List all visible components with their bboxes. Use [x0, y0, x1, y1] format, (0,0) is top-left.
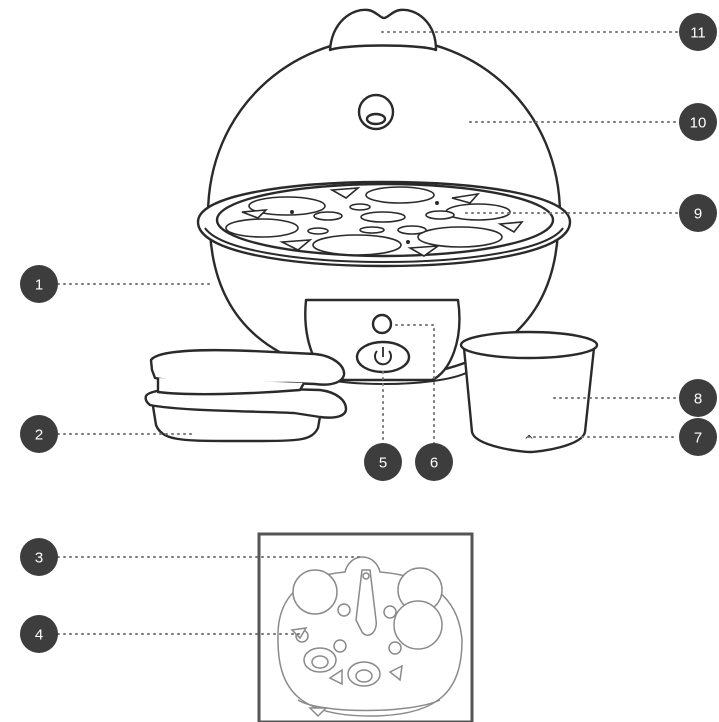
svg-text:3: 3 — [35, 550, 43, 567]
callout-11: 11 — [679, 13, 717, 51]
measuring-cup-rim — [461, 332, 597, 358]
callout-10: 10 — [679, 103, 717, 141]
measuring-cup-marker: ^ — [524, 433, 534, 447]
svg-text:6: 6 — [430, 455, 438, 472]
callout-7: 7 — [679, 418, 717, 456]
svg-text:11: 11 — [690, 25, 706, 42]
svg-text:9: 9 — [694, 206, 702, 223]
inset-egg-large — [394, 601, 442, 649]
callout-2: 2 — [20, 415, 58, 453]
inset-detail — [259, 534, 472, 722]
svg-text:4: 4 — [35, 627, 43, 644]
svg-text:8: 8 — [694, 391, 702, 408]
inset-egg-left — [293, 570, 337, 614]
callout-8: 8 — [679, 379, 717, 417]
callout-6: 6 — [415, 443, 453, 481]
inset-tray — [278, 557, 462, 716]
svg-text:2: 2 — [35, 427, 43, 444]
svg-text:7: 7 — [694, 430, 702, 447]
callout-3: 3 — [20, 538, 58, 576]
measuring-cup: ^ — [461, 332, 597, 452]
steam-vent-hole — [367, 114, 385, 124]
indicator-light — [373, 315, 391, 333]
callout-1: 1 — [20, 265, 58, 303]
svg-text:10: 10 — [690, 115, 707, 132]
poaching-tray — [146, 350, 346, 441]
svg-text:1: 1 — [35, 277, 43, 294]
lid-handle — [330, 10, 436, 50]
svg-text:5: 5 — [379, 455, 387, 472]
egg-cooker — [198, 10, 570, 384]
callout-9: 9 — [679, 194, 717, 232]
callout-5: 5 — [364, 443, 402, 481]
callout-4: 4 — [20, 615, 58, 653]
